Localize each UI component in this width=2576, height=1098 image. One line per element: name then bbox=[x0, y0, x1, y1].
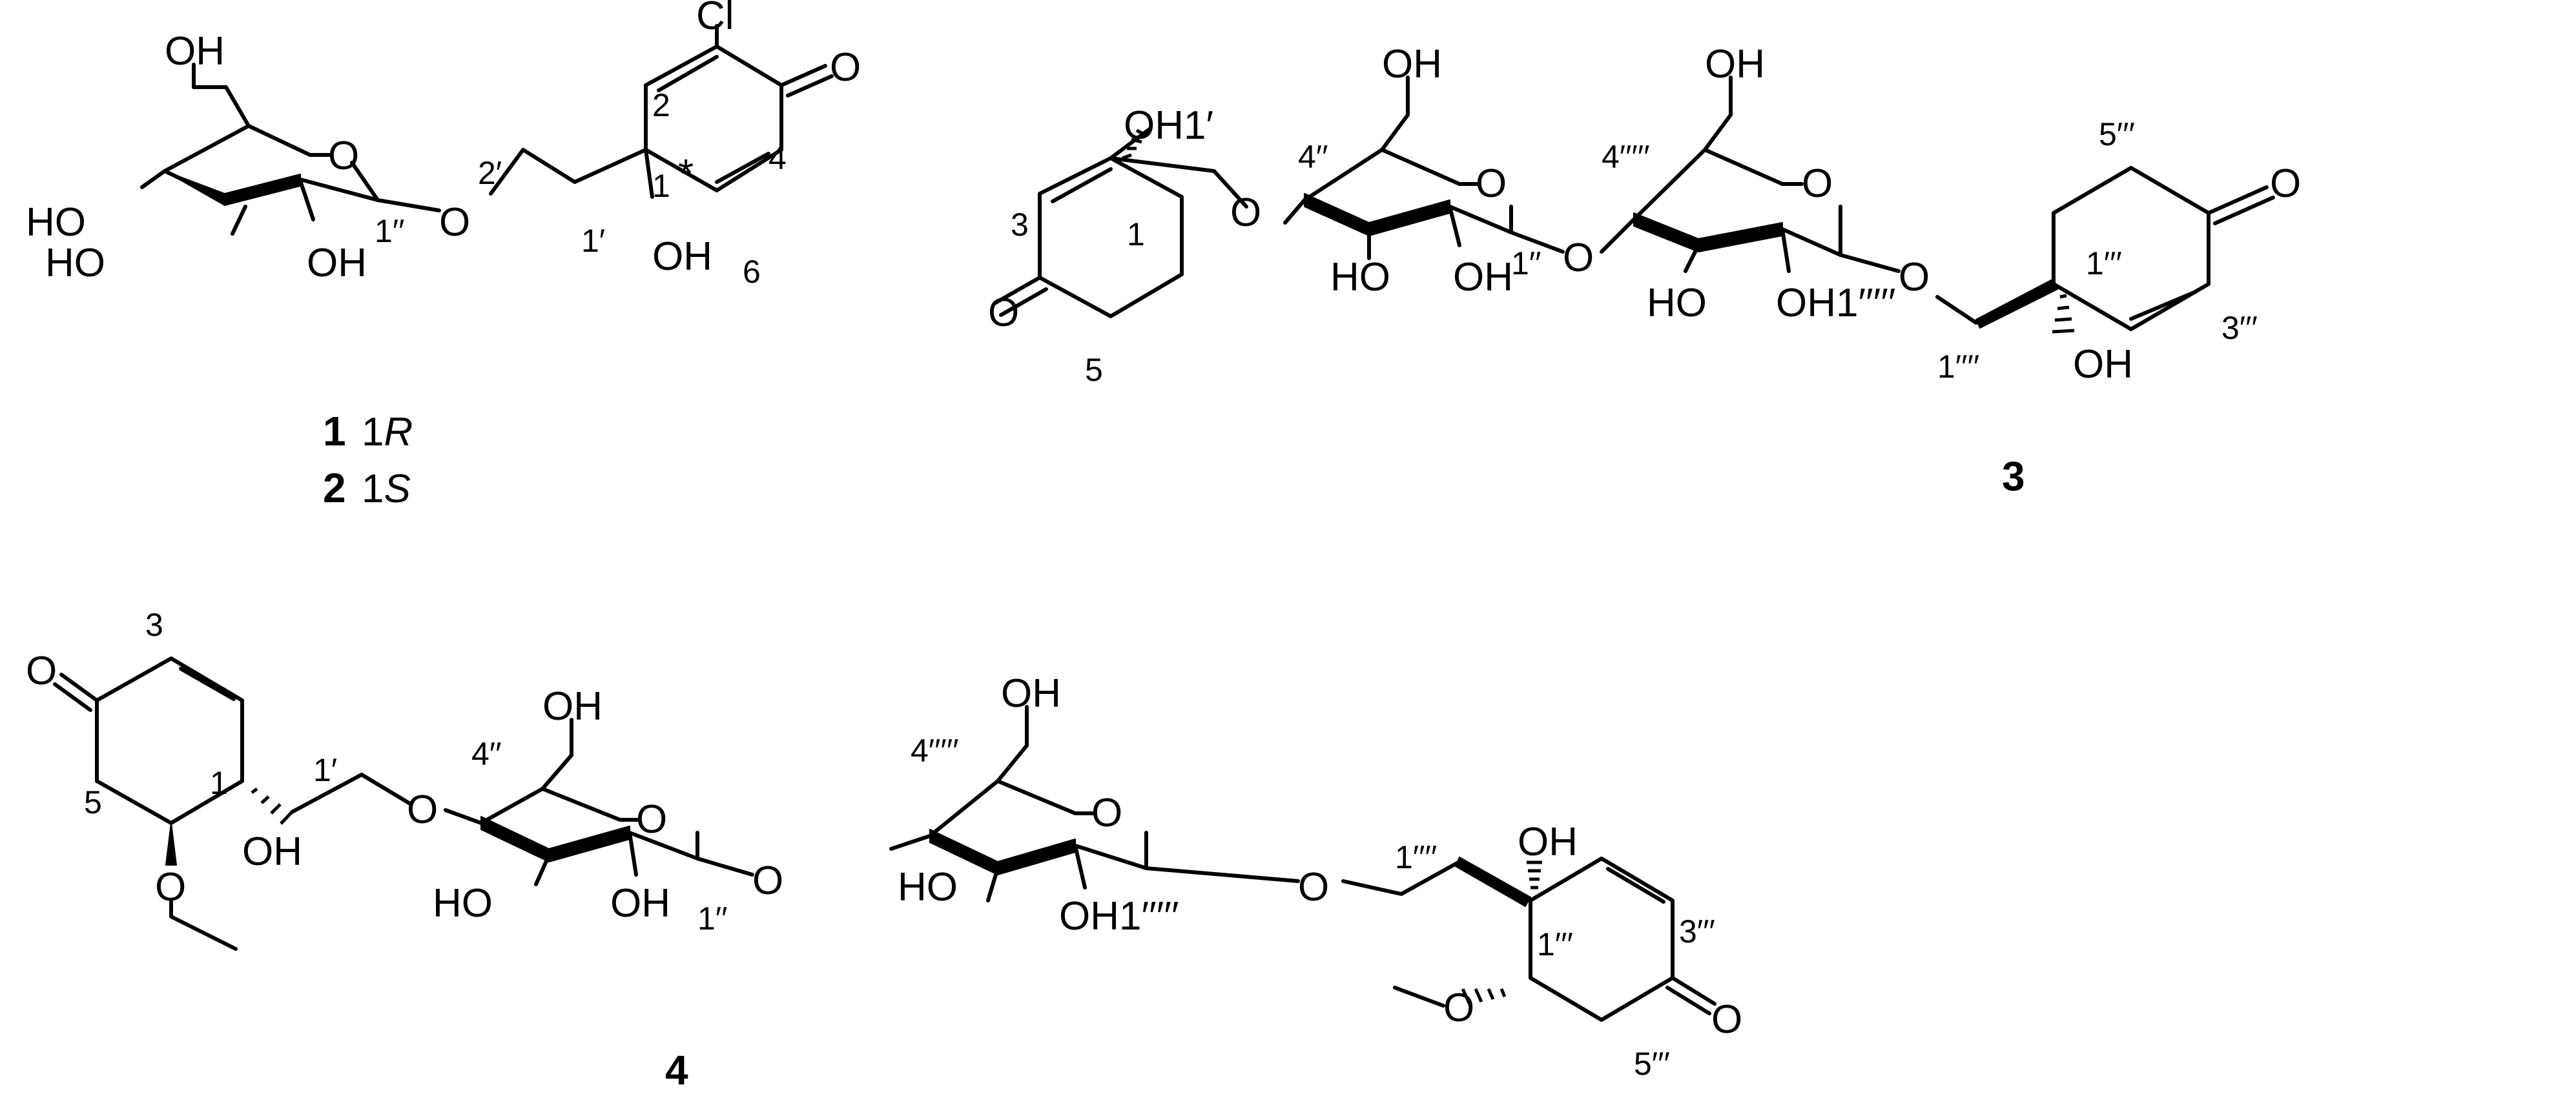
compound-2-caption: 2 1S bbox=[323, 465, 411, 511]
locant-3: 3 bbox=[145, 607, 163, 643]
ketone-oxygen-left: O bbox=[988, 290, 1019, 335]
ho-c3pp-label: HO bbox=[1330, 255, 1390, 300]
locant-5ppp: 5′′′ bbox=[2099, 116, 2135, 152]
compound-3-structure: O OH1′ O OH O HO OH O OH O HO OH1′′′′′ O… bbox=[988, 42, 2301, 500]
locant-1ppp: 1′′′ bbox=[1537, 926, 1573, 962]
locant-6: 6 bbox=[743, 254, 761, 290]
oh-c2pp-label: OH bbox=[1453, 255, 1513, 300]
ho-c3ppppp-label: HO bbox=[1647, 281, 1707, 325]
locant-3ppp: 3′′′ bbox=[2221, 310, 2258, 346]
compound-2-config-letter: S bbox=[384, 467, 411, 511]
compound-2-id: 2 bbox=[323, 465, 346, 511]
ether-oxygen-left: O bbox=[1230, 190, 1261, 235]
oh-c6ppppp-label-4: OH bbox=[1001, 671, 1061, 716]
locant-1p: 1′ bbox=[313, 752, 337, 788]
oh1p-label: OH1′ bbox=[1124, 103, 1213, 148]
locant-4pp: 4′′ bbox=[1298, 139, 1328, 175]
locant-1pp: 1′′ bbox=[375, 213, 405, 249]
ring-oxygen-ppppp: O bbox=[1802, 161, 1833, 206]
locant-1pppp: 1′′′′ bbox=[1395, 839, 1437, 875]
locant-1pppp: 1′′′′ bbox=[1937, 349, 1979, 385]
stereocenter-star: * bbox=[678, 152, 694, 196]
locant-4: 4 bbox=[768, 140, 787, 176]
locant-2: 2 bbox=[652, 87, 670, 123]
locant-1ppp: 1′′′ bbox=[2086, 245, 2122, 281]
ketone-oxygen-right: O bbox=[2270, 161, 2301, 206]
oh-c1ppp-label-4: OH bbox=[1518, 820, 1578, 864]
ring-oxygen-label: O bbox=[328, 134, 359, 178]
ho-c3pp-label-4: HO bbox=[433, 881, 493, 926]
compound-4-structure: O OH O O OH O HO OH O OH O HO OH1′′′′′ O… bbox=[26, 607, 1742, 1093]
chlorine-label: Cl bbox=[696, 0, 734, 38]
oh1ppppp-label: OH1′′′′′ bbox=[1776, 281, 1896, 325]
ether-oxygen-right: O bbox=[1899, 255, 1930, 300]
locant-1: 1 bbox=[210, 765, 228, 801]
locant-3: 3 bbox=[1011, 207, 1029, 243]
locant-1: 1 bbox=[652, 168, 670, 204]
methoxy-oxygen-left: O bbox=[155, 865, 186, 910]
ether-oxygen-left-4: O bbox=[407, 788, 438, 832]
compound-1-config-num: 1 bbox=[362, 410, 384, 454]
glycosidic-oxygen-4: O bbox=[752, 859, 783, 903]
locant-5: 5 bbox=[1085, 352, 1103, 388]
glycosidic-oxygen-3: O bbox=[1563, 236, 1594, 280]
ring-oxygen-pp: O bbox=[1476, 161, 1507, 206]
ether-oxygen-right-4: O bbox=[1298, 865, 1329, 910]
locant-4ppppp: 4′′′′′ bbox=[911, 733, 959, 769]
oh-c6pp-label-4: OH bbox=[542, 684, 603, 729]
compound-1-2-structure: OH O HO HO OH O Cl O OH * 2 4 1 6 2′ 1′ … bbox=[26, 0, 861, 511]
oh-c1-label: OH bbox=[652, 234, 712, 279]
ring-oxygen-ppppp-4: O bbox=[1091, 791, 1122, 835]
ketone-oxygen-left-4: O bbox=[26, 649, 57, 693]
locant-4pp: 4′′ bbox=[471, 736, 502, 772]
locant-1pp: 1′′ bbox=[697, 900, 728, 937]
compound-1-config-letter: R bbox=[384, 410, 413, 454]
locant-1: 1 bbox=[1127, 216, 1145, 252]
oh-c1ppp-label: OH bbox=[2073, 342, 2133, 387]
compound-1-caption: 1 1R bbox=[323, 408, 413, 454]
locant-4ppppp: 4′′′′′ bbox=[1602, 139, 1650, 175]
ho-c3ppppp-label-4: HO bbox=[898, 865, 958, 910]
locant-3ppp: 3′′′ bbox=[1679, 913, 1715, 950]
oh-c6-label: OH bbox=[165, 29, 225, 74]
locant-5: 5 bbox=[84, 784, 102, 820]
oh-c1-label-4: OH bbox=[242, 829, 302, 874]
ring-oxygen-pp-4: O bbox=[636, 797, 667, 842]
ketone-oxygen-right-4: O bbox=[1711, 997, 1742, 1042]
locant-5ppp: 5′′′ bbox=[1634, 1046, 1670, 1082]
ketone-oxygen-label: O bbox=[830, 45, 861, 90]
locant-1pp: 1′′ bbox=[1511, 245, 1541, 281]
locant-1p: 1′ bbox=[581, 223, 605, 259]
oh-c2pp-label-4: OH bbox=[610, 881, 670, 926]
compound-4-id: 4 bbox=[665, 1047, 688, 1093]
ho-c3-label: HO bbox=[45, 241, 105, 285]
oh-c2-label: OH bbox=[307, 241, 367, 285]
oh-c6ppppp-label: OH bbox=[1705, 42, 1765, 86]
glycosidic-oxygen-label: O bbox=[439, 200, 470, 245]
oh-c6pp-label: OH bbox=[1382, 42, 1442, 86]
ho-c4-label: HO bbox=[26, 200, 86, 245]
locant-2p: 2′ bbox=[478, 155, 502, 191]
compound-2-config-num: 1 bbox=[362, 467, 384, 511]
oh1ppppp-label-4: OH1′′′′′ bbox=[1059, 894, 1179, 939]
compound-3-id: 3 bbox=[2002, 453, 2025, 500]
compound-1-id: 1 bbox=[323, 408, 346, 454]
methoxy-oxygen-right: O bbox=[1443, 986, 1474, 1030]
